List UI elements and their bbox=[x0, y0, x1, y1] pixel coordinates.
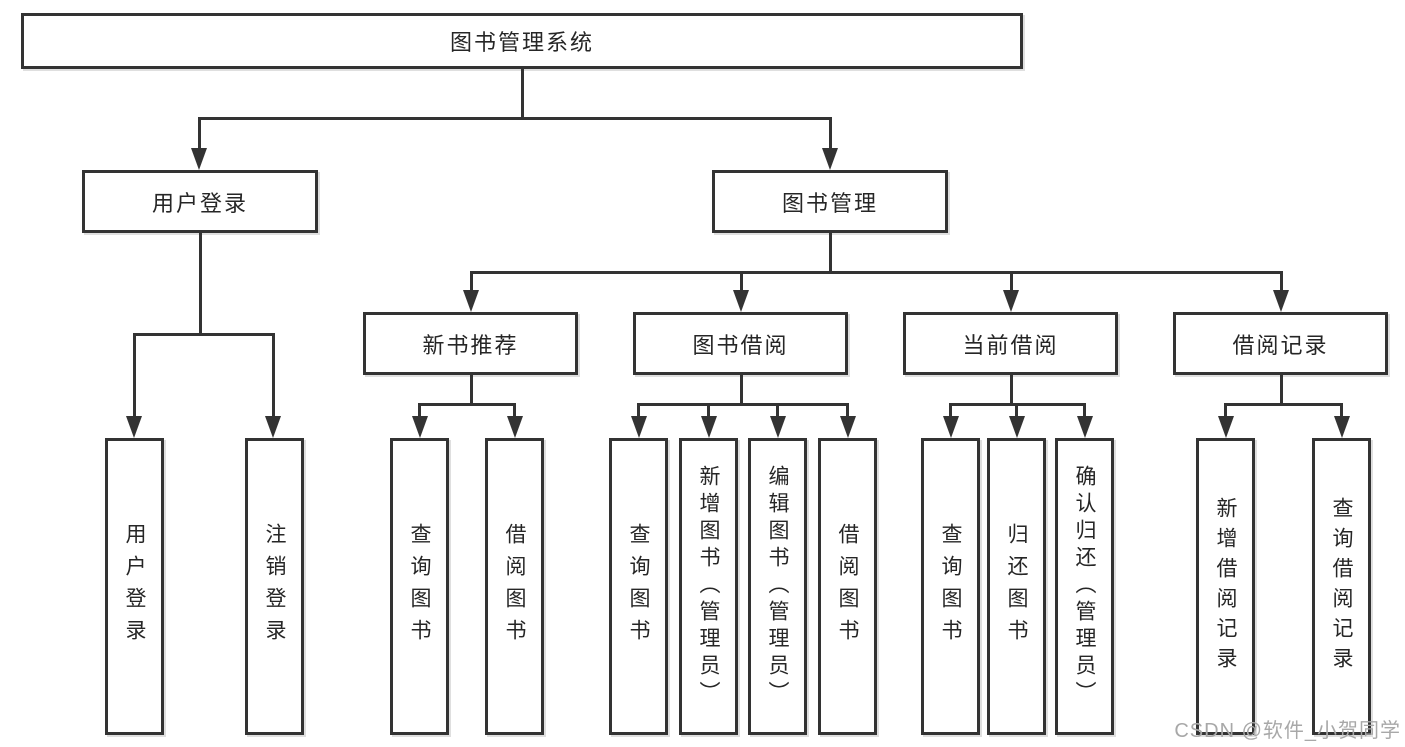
connector-nbr-drop-1 bbox=[418, 403, 421, 418]
leaf-borrow-books-borrowing-label: 借阅图书 bbox=[836, 522, 859, 651]
node-new-book-recommend-label: 新书推荐 bbox=[422, 332, 519, 358]
connector-bb-branch bbox=[637, 403, 849, 406]
arrowhead-down-icon bbox=[1217, 416, 1234, 438]
arrowhead-down-icon bbox=[1003, 290, 1019, 312]
arrowhead-down-icon bbox=[126, 416, 142, 438]
node-book-borrowing: 图书借阅 bbox=[633, 312, 848, 375]
leaf-add-book-admin: 新增图书（管理员） bbox=[679, 438, 738, 735]
leaf-confirm-return-admin-label: 确认归还（管理员） bbox=[1073, 465, 1096, 708]
connector-nbr-branch bbox=[418, 403, 516, 406]
connector-l3-drop-2 bbox=[739, 271, 743, 292]
node-borrowing-records: 借阅记录 bbox=[1173, 312, 1388, 375]
connector-root-drop-left bbox=[197, 117, 201, 150]
arrowhead-down-icon bbox=[942, 416, 959, 438]
connector-br-branch bbox=[1224, 403, 1342, 406]
connector-book-management-stem bbox=[828, 233, 832, 273]
node-root-label: 图书管理系统 bbox=[449, 30, 594, 55]
connector-bb-drop-4 bbox=[846, 403, 849, 418]
arrowhead-down-icon bbox=[1273, 290, 1289, 312]
connector-nbr-stem bbox=[469, 375, 473, 405]
leaf-return-books-label: 归还图书 bbox=[1005, 522, 1028, 651]
arrowhead-down-icon bbox=[1333, 416, 1350, 438]
connector-cb-drop-2 bbox=[1015, 403, 1018, 418]
leaf-user-login: 用户登录 bbox=[105, 438, 164, 735]
connector-user-login-drop-1 bbox=[132, 333, 136, 418]
arrowhead-down-icon bbox=[733, 290, 749, 312]
leaf-query-borrow-record-label: 查询借阅记录 bbox=[1330, 496, 1353, 677]
connector-nbr-drop-2 bbox=[513, 403, 516, 418]
arrowhead-down-icon bbox=[700, 416, 717, 438]
connector-l3-drop-4 bbox=[1279, 271, 1283, 292]
connector-l3-drop-3 bbox=[1009, 271, 1013, 292]
connector-br-drop-1 bbox=[1224, 403, 1227, 418]
node-book-management: 图书管理 bbox=[712, 170, 948, 233]
node-current-borrowing: 当前借阅 bbox=[903, 312, 1118, 375]
node-new-book-recommend: 新书推荐 bbox=[363, 312, 578, 375]
arrowhead-down-icon bbox=[1008, 416, 1025, 438]
connector-user-login-branch bbox=[132, 333, 275, 336]
arrowhead-down-icon bbox=[191, 148, 207, 170]
leaf-borrow-books-recommend-label: 借阅图书 bbox=[503, 522, 526, 651]
leaf-logout-label: 注销登录 bbox=[263, 522, 286, 651]
connector-root-branch bbox=[197, 117, 832, 120]
arrowhead-down-icon bbox=[265, 416, 281, 438]
connector-user-login-drop-2 bbox=[271, 333, 275, 418]
connector-root-stem bbox=[520, 69, 524, 120]
connector-cb-drop-1 bbox=[949, 403, 952, 418]
connector-br-stem bbox=[1279, 375, 1283, 405]
connector-bb-drop-2 bbox=[707, 403, 710, 418]
node-user-login: 用户登录 bbox=[82, 170, 318, 233]
leaf-logout: 注销登录 bbox=[245, 438, 304, 735]
connector-cb-drop-3 bbox=[1083, 403, 1086, 418]
connector-book-management-branch bbox=[469, 271, 1283, 274]
connector-br-drop-2 bbox=[1340, 403, 1343, 418]
leaf-confirm-return-admin: 确认归还（管理员） bbox=[1055, 438, 1114, 735]
arrowhead-down-icon bbox=[822, 148, 838, 170]
leaf-borrow-books-recommend: 借阅图书 bbox=[485, 438, 544, 735]
leaf-query-books-current: 查询图书 bbox=[921, 438, 980, 735]
connector-bb-drop-3 bbox=[776, 403, 779, 418]
arrowhead-down-icon bbox=[839, 416, 856, 438]
node-user-login-label: 用户登录 bbox=[151, 190, 248, 216]
arrowhead-down-icon bbox=[463, 290, 479, 312]
leaf-query-books-borrowing: 查询图书 bbox=[609, 438, 668, 735]
connector-root-drop-right bbox=[828, 117, 832, 150]
node-root-library-system: 图书管理系统 bbox=[21, 13, 1023, 69]
connector-bb-stem bbox=[739, 375, 743, 405]
leaf-borrow-books-borrowing: 借阅图书 bbox=[818, 438, 877, 735]
arrowhead-down-icon bbox=[506, 416, 523, 438]
leaf-query-borrow-record: 查询借阅记录 bbox=[1312, 438, 1371, 735]
leaf-add-borrow-record-label: 新增借阅记录 bbox=[1214, 496, 1237, 677]
leaf-return-books: 归还图书 bbox=[987, 438, 1046, 735]
arrowhead-down-icon bbox=[769, 416, 786, 438]
leaf-user-login-label: 用户登录 bbox=[123, 522, 146, 651]
leaf-add-book-admin-label: 新增图书（管理员） bbox=[697, 465, 720, 708]
arrowhead-down-icon bbox=[411, 416, 428, 438]
connector-l3-drop-1 bbox=[469, 271, 473, 292]
leaf-add-borrow-record: 新增借阅记录 bbox=[1196, 438, 1255, 735]
leaf-query-books-current-label: 查询图书 bbox=[939, 522, 962, 651]
connector-bb-drop-1 bbox=[637, 403, 640, 418]
node-book-borrowing-label: 图书借阅 bbox=[692, 332, 789, 358]
node-borrowing-records-label: 借阅记录 bbox=[1232, 332, 1329, 358]
leaf-edit-book-admin: 编辑图书（管理员） bbox=[748, 438, 807, 735]
connector-cb-stem bbox=[1009, 375, 1013, 405]
connector-user-login-stem bbox=[198, 233, 202, 335]
node-book-management-label: 图书管理 bbox=[781, 190, 878, 216]
arrowhead-down-icon bbox=[1076, 416, 1093, 438]
arrowhead-down-icon bbox=[630, 416, 647, 438]
leaf-edit-book-admin-label: 编辑图书（管理员） bbox=[766, 465, 789, 708]
node-current-borrowing-label: 当前借阅 bbox=[962, 332, 1059, 358]
csdn-watermark: CSDN @软件_小贺同学 bbox=[1174, 720, 1401, 742]
leaf-query-books-borrowing-label: 查询图书 bbox=[627, 522, 650, 651]
leaf-query-books-recommend: 查询图书 bbox=[390, 438, 449, 735]
leaf-query-books-recommend-label: 查询图书 bbox=[408, 522, 431, 651]
